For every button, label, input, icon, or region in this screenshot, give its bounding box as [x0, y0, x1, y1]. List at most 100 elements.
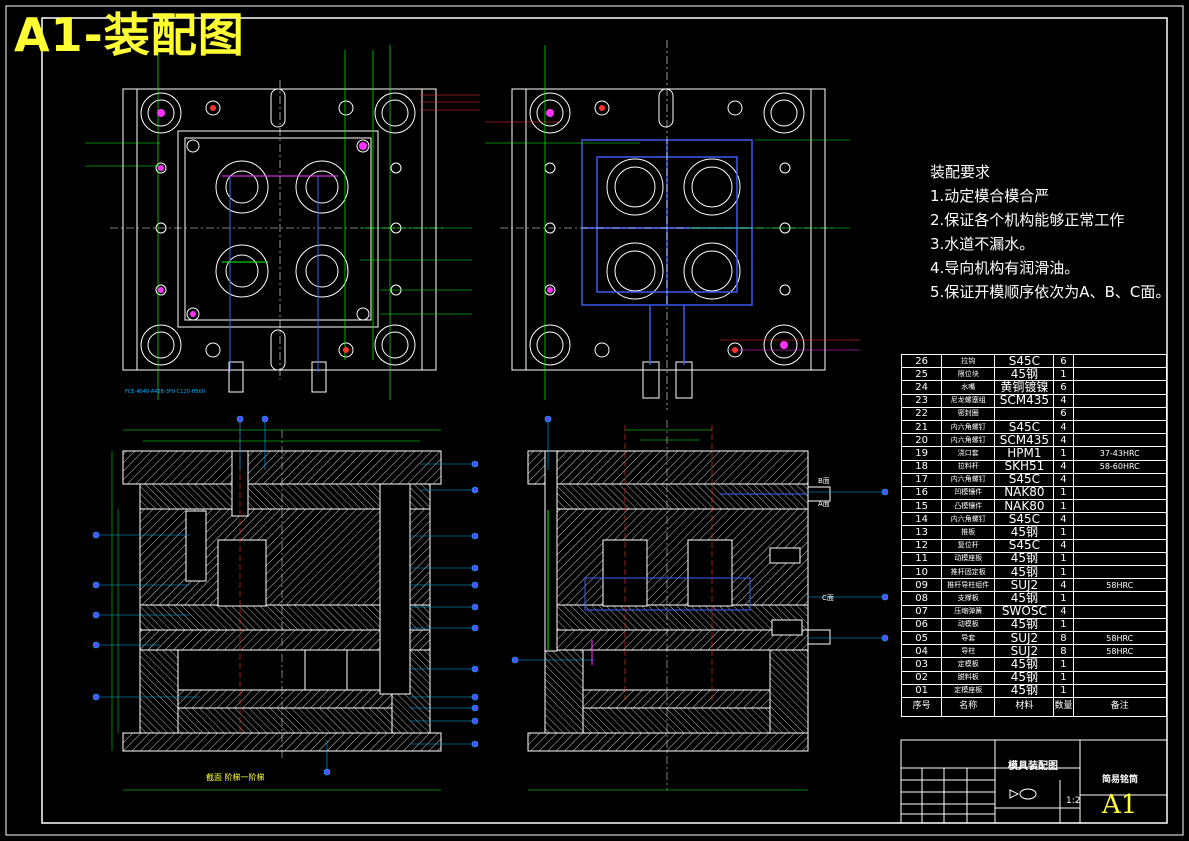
bom-part-name: 支撑板	[941, 591, 996, 606]
bom-quantity: 1	[1053, 551, 1074, 567]
bom-item-number: 20	[900, 433, 943, 448]
bom-part-name: 限位块	[941, 367, 996, 382]
bom-material: S45C	[994, 419, 1055, 435]
bom-quantity: 1	[1053, 670, 1074, 685]
bom-quantity: 4	[1053, 393, 1074, 408]
bom-remark: 58HRC	[1072, 644, 1167, 659]
company-name: 简易铭筒	[1102, 775, 1139, 785]
bom-material: 45钢	[994, 525, 1055, 540]
bom-remark: 58HRC	[1072, 578, 1167, 593]
drawing-scale: 1:2	[1066, 796, 1081, 806]
section-right-accents	[547, 420, 808, 790]
bom-part-name: 拉钩	[941, 353, 996, 369]
bom-material: 45钢	[994, 551, 1055, 567]
bom-part-name: 推板	[941, 525, 996, 540]
drawing-title: 模具装配图	[1008, 761, 1058, 772]
bom-remark	[1072, 538, 1167, 553]
bom-item-number: 10	[900, 564, 943, 580]
bom-item-number: 09	[900, 578, 943, 593]
outer-frame	[5, 5, 1184, 836]
bom-quantity: 4	[1053, 538, 1074, 553]
bom-remark	[1072, 472, 1167, 487]
bom-material: SCM435	[994, 433, 1055, 448]
bom-item-number: 17	[900, 472, 943, 487]
face-c-label: C面	[822, 594, 834, 602]
bom-item-number: 05	[900, 630, 943, 646]
bom-item-number: 02	[900, 670, 943, 685]
section-right-callouts	[511, 415, 889, 664]
bom-remark	[1072, 499, 1167, 514]
bom-material: 45钢	[994, 564, 1055, 580]
bom-remark	[1072, 380, 1167, 395]
bom-part-name: 内六角螺钉	[941, 512, 996, 527]
bom-part-name: 定模座板	[941, 683, 996, 698]
bom-remark	[1072, 367, 1167, 382]
bom-quantity: 4	[1053, 433, 1074, 448]
bom-material: 黄铜镀镍	[994, 380, 1055, 395]
bom-part-name: 尼龙螺塞组	[941, 393, 996, 408]
bom-remark	[1072, 617, 1167, 632]
bom-material: 45钢	[994, 683, 1055, 698]
bom-part-name: 水嘴	[941, 380, 996, 395]
bom-quantity: 6	[1053, 353, 1074, 369]
face-b-label: B面	[818, 477, 830, 485]
bom-part-name: 动模板	[941, 617, 996, 632]
bom-item-number: 13	[900, 525, 943, 540]
bom-material: NAK80	[994, 499, 1055, 514]
bom-remark	[1072, 564, 1167, 580]
bom-quantity: 4	[1053, 512, 1074, 527]
bom-remark	[1072, 485, 1167, 501]
section-left-dims	[111, 429, 441, 791]
bom-quantity: 4	[1053, 472, 1074, 487]
bom-header-row: 序号名称材料数量备注	[900, 696, 1167, 717]
bom-remark	[1072, 353, 1167, 369]
bom-quantity: 1	[1053, 485, 1074, 501]
bom-part-name: 复位杆	[941, 538, 996, 553]
bom-material: 45钢	[994, 617, 1055, 632]
bom-part-name: 凸模镶件	[941, 499, 996, 514]
bom-material: S45C	[994, 538, 1055, 553]
bom-part-name: 定模板	[941, 657, 996, 672]
bom-material: SUJ2	[994, 644, 1055, 659]
bom-remark	[1072, 657, 1167, 672]
bom-part-name: 推杆导柱组件	[941, 578, 996, 593]
bom-quantity: 1	[1053, 525, 1074, 540]
section-left-callouts	[92, 415, 479, 776]
bom-quantity: 1	[1053, 564, 1074, 580]
bom-header-number: 序号	[900, 696, 943, 717]
bom-material: NAK80	[994, 485, 1055, 501]
bom-material: S45C	[994, 472, 1055, 487]
plan-view-right	[511, 88, 826, 399]
bom-quantity: 1	[1053, 591, 1074, 606]
title-block-frame	[900, 739, 1168, 824]
bom-material: SWOSC	[994, 604, 1055, 619]
bom-part-name: 拉料杆	[941, 459, 996, 474]
bom-part-name: 密封圈	[941, 406, 996, 421]
bom-item-number: 06	[900, 617, 943, 632]
assembly-notes: 装配要求 1.动定模合模合严 2.保证各个机构能够正常工作 3.水道不漏水。 4…	[930, 160, 1170, 304]
bom-item-number: 26	[900, 353, 943, 369]
note-item: 1.动定模合模合严	[930, 187, 1050, 205]
bom-quantity: 1	[1053, 367, 1074, 382]
bom-item-number: 24	[900, 380, 943, 395]
bom-header-remark: 备注	[1072, 696, 1167, 717]
bom-quantity: 8	[1053, 630, 1074, 646]
bom-item-number: 14	[900, 512, 943, 527]
bom-material: HPM1	[994, 446, 1055, 461]
bom-quantity: 6	[1053, 380, 1074, 395]
bom-quantity: 8	[1053, 644, 1074, 659]
bom-part-name: 内六角螺钉	[941, 419, 996, 435]
bom-part-name: 压缩弹簧	[941, 604, 996, 619]
bom-item-number: 12	[900, 538, 943, 553]
